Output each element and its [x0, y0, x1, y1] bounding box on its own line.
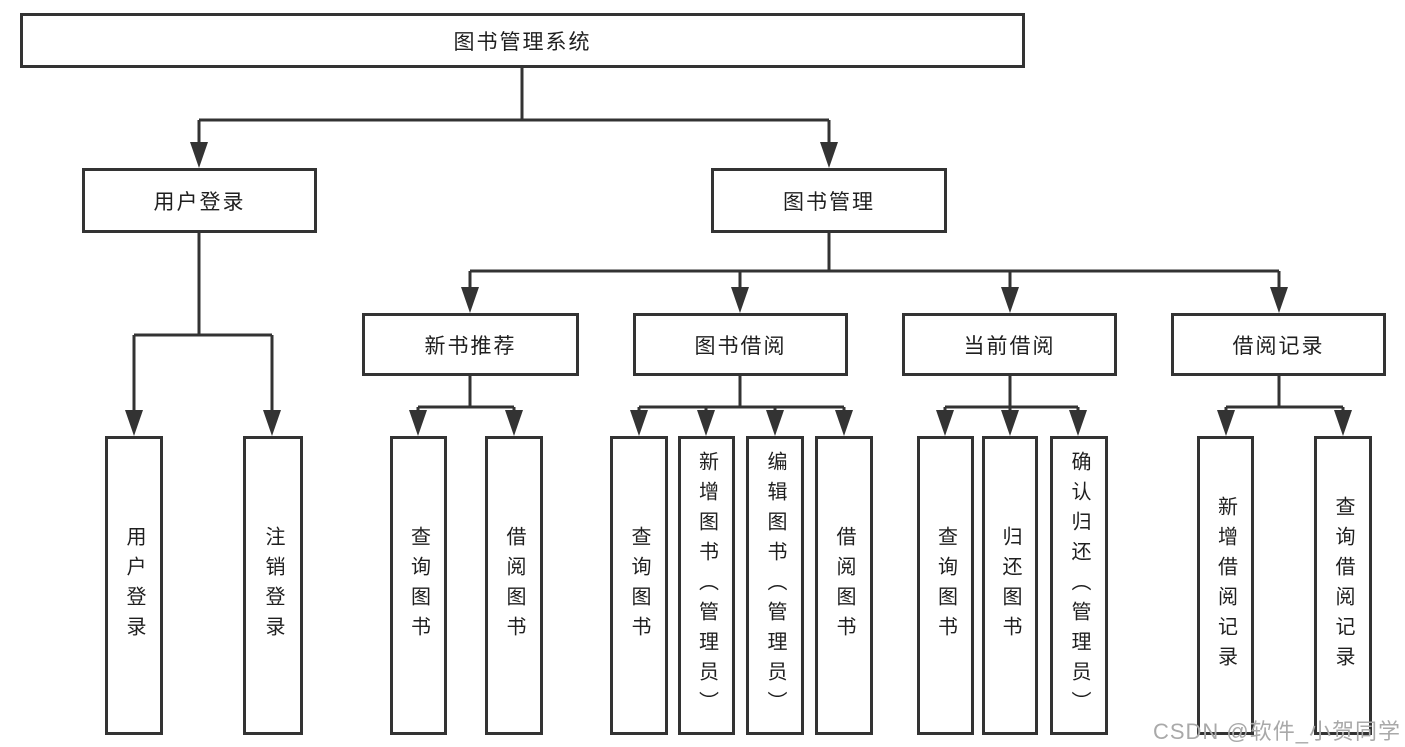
node-label: 图书管理系统	[453, 30, 592, 54]
leaf-label: 查询图书	[934, 525, 957, 646]
leaf-query-books-recommend: 查询图书	[390, 436, 447, 735]
leaf-label: 借阅图书	[503, 525, 525, 646]
leaf-return-books: 归还图书	[982, 436, 1038, 735]
node-current-borrow: 当前借阅	[902, 313, 1117, 376]
leaf-edit-book-admin: 编辑图书（管理员）	[746, 436, 804, 735]
leaf-label: 归还图书	[999, 525, 1021, 646]
leaf-user-login: 用户登录	[105, 436, 163, 735]
node-book-management: 图书管理	[711, 168, 947, 233]
leaf-borrow-books-recommend: 借阅图书	[485, 436, 543, 735]
node-new-book-recommend: 新书推荐	[362, 313, 579, 376]
leaf-borrow-books: 借阅图书	[815, 436, 873, 735]
leaf-label: 新增图书（管理员）	[695, 450, 718, 721]
leaf-label: 查询借阅记录	[1332, 495, 1354, 676]
watermark: CSDN @软件_小贺同学	[1152, 719, 1401, 744]
node-borrow-records: 借阅记录	[1171, 313, 1386, 376]
leaf-label: 借阅图书	[833, 525, 855, 646]
leaf-add-book-admin: 新增图书（管理员）	[678, 436, 735, 735]
leaf-query-borrow-record: 查询借阅记录	[1314, 436, 1372, 735]
node-label: 用户登录	[153, 190, 246, 214]
node-label: 图书借阅	[694, 334, 787, 358]
leaf-label: 确认归还（管理员）	[1068, 450, 1090, 721]
node-label: 当前借阅	[963, 334, 1056, 358]
leaf-label: 编辑图书（管理员）	[764, 450, 786, 721]
node-user-login: 用户登录	[82, 168, 317, 233]
node-label: 新书推荐	[424, 334, 517, 358]
leaf-label: 新增借阅记录	[1214, 495, 1237, 676]
leaf-confirm-return-admin: 确认归还（管理员）	[1050, 436, 1108, 735]
leaf-logout: 注销登录	[243, 436, 303, 735]
leaf-label: 用户登录	[123, 525, 145, 646]
node-label: 图书管理	[783, 190, 875, 214]
leaf-label: 查询图书	[407, 525, 430, 646]
leaf-add-borrow-record: 新增借阅记录	[1197, 436, 1254, 735]
node-book-borrow: 图书借阅	[633, 313, 848, 376]
leaf-query-books-current: 查询图书	[917, 436, 974, 735]
leaf-label: 注销登录	[262, 525, 284, 646]
leaf-label: 查询图书	[628, 525, 650, 646]
node-library-management-system: 图书管理系统	[20, 13, 1025, 68]
leaf-query-books-borrow: 查询图书	[610, 436, 668, 735]
node-label: 借阅记录	[1232, 334, 1325, 358]
